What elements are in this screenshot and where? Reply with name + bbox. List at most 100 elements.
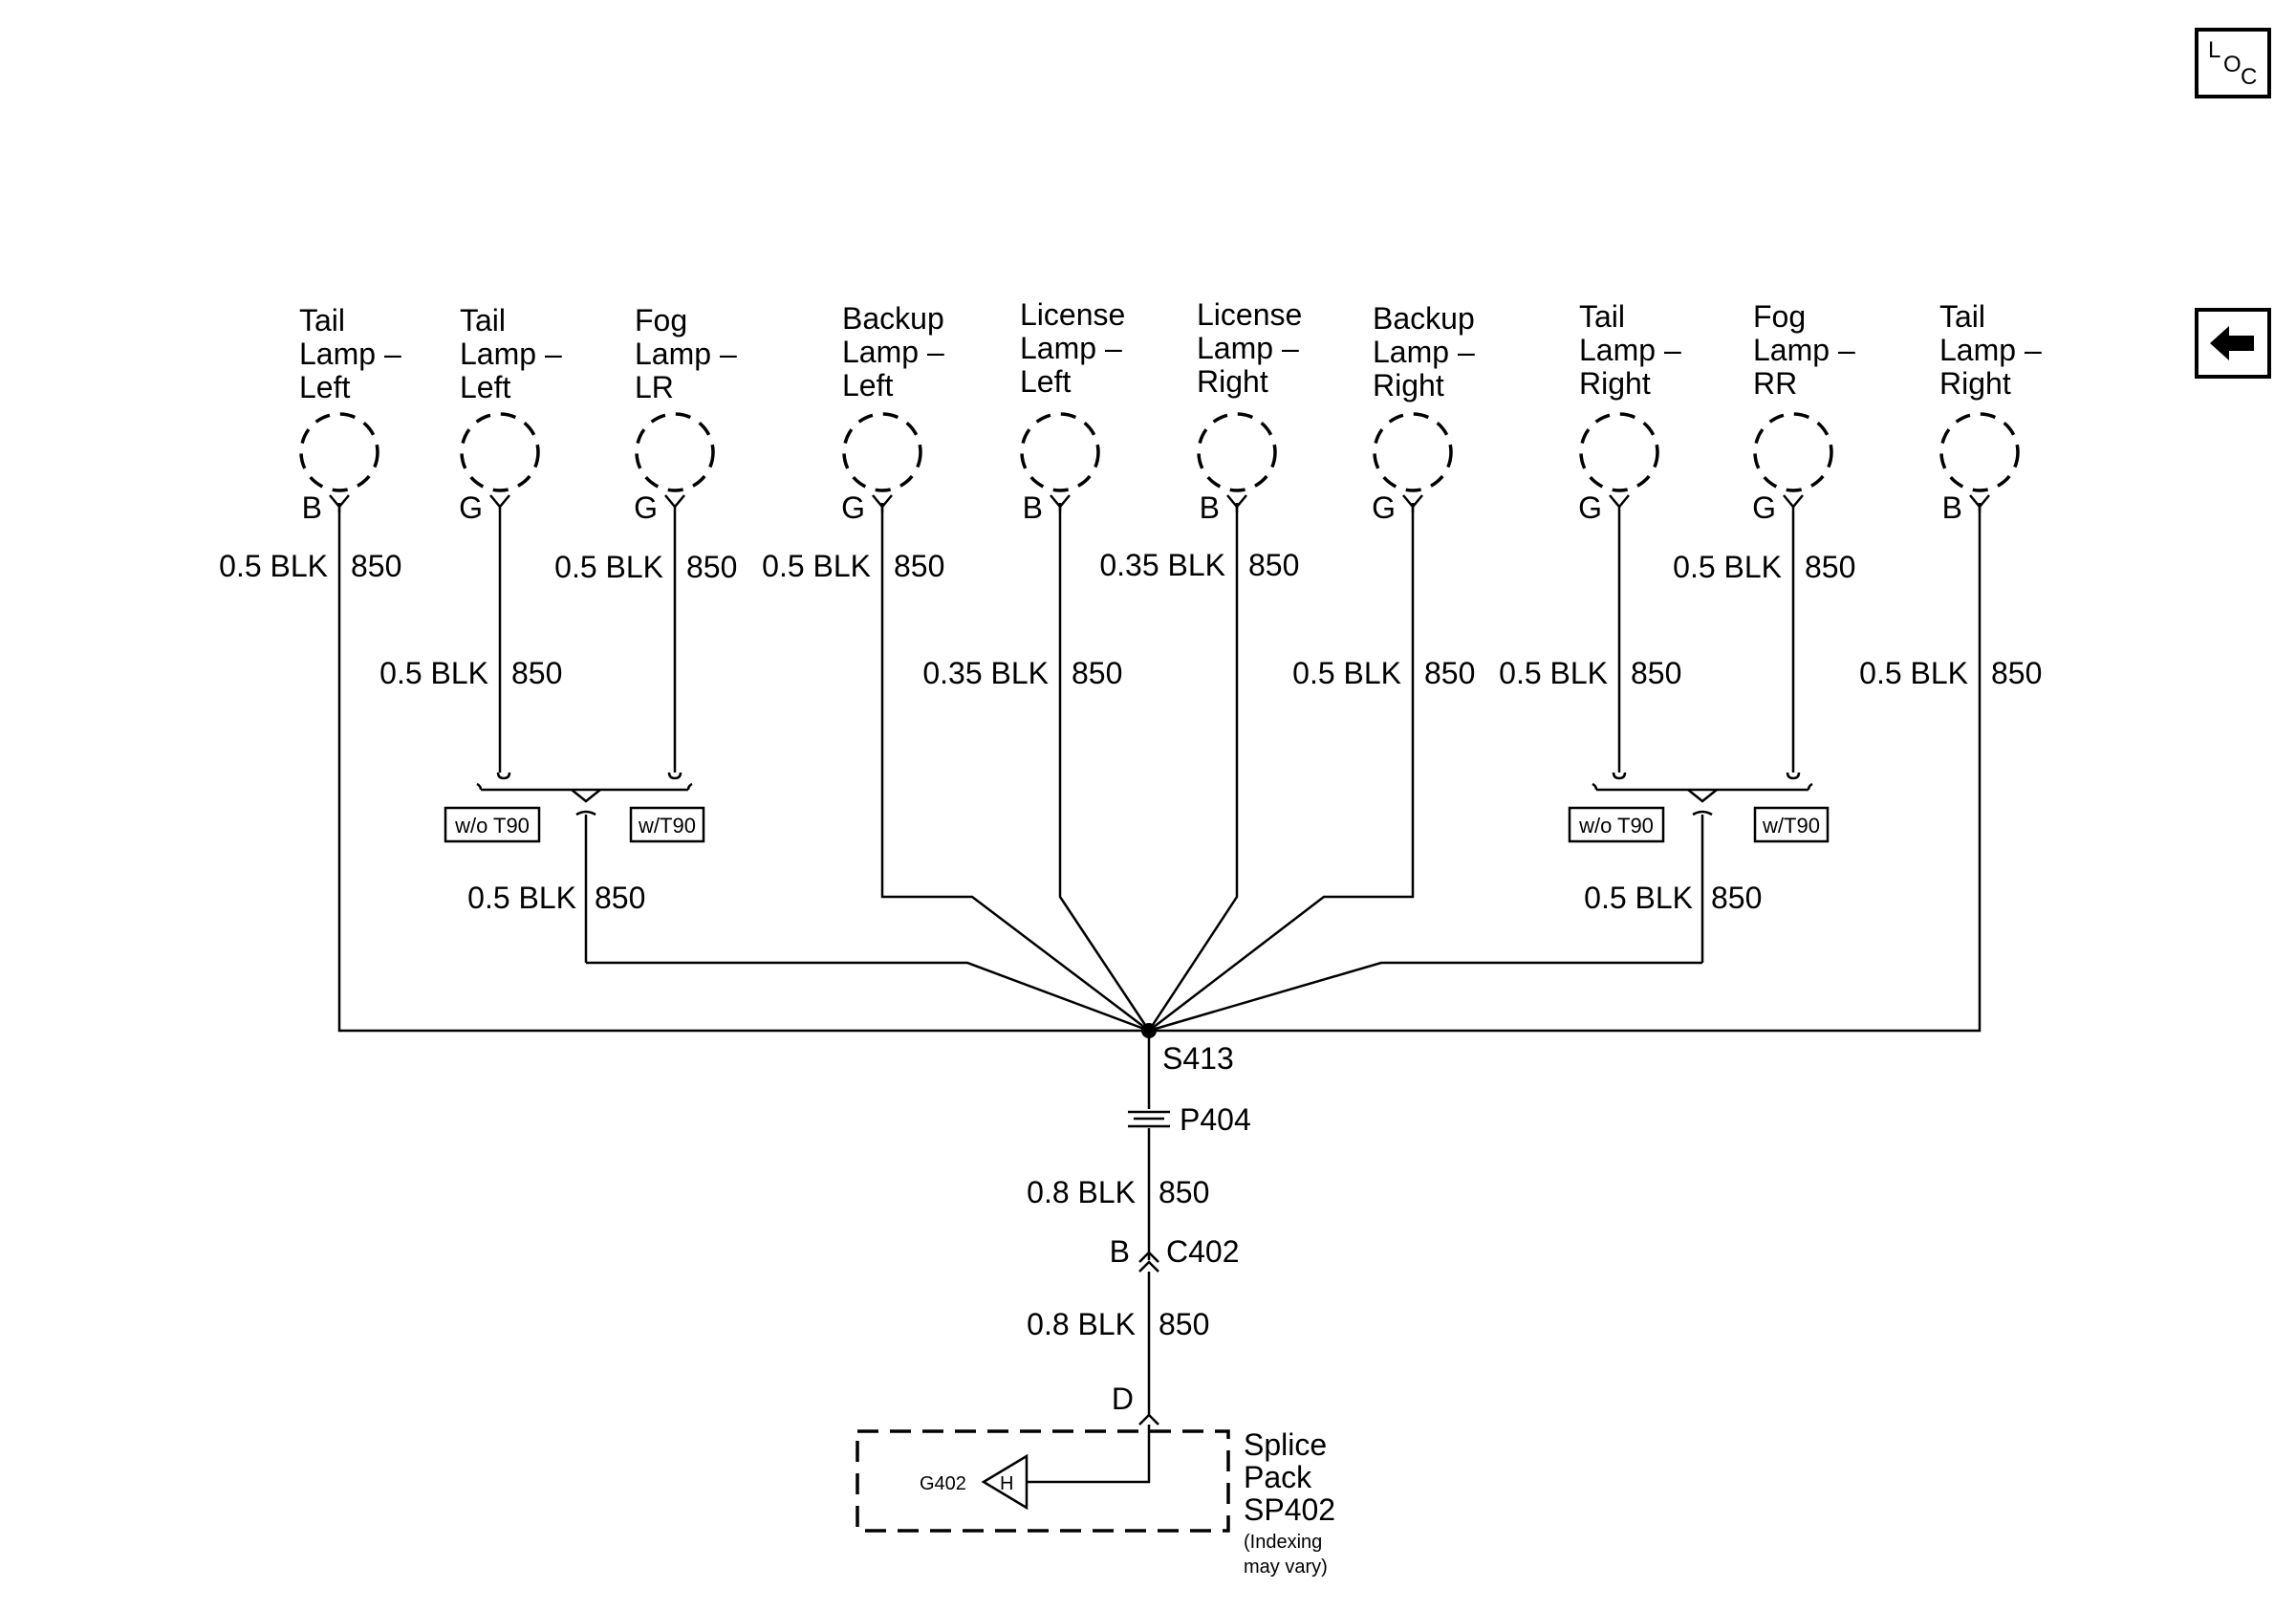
lamp-symbol	[299, 412, 379, 492]
circuit-number-label: 850	[1072, 656, 1122, 690]
lamp-symbol	[1579, 412, 1659, 492]
lamp-symbol	[1020, 412, 1100, 492]
terminal-symbol	[489, 494, 510, 509]
lamp-wire: 0.5 BLK 850	[379, 507, 562, 773]
lamp-symbol	[460, 412, 540, 492]
terminal-pin-label: G	[841, 490, 865, 525]
option-tag-wo-t90	[444, 806, 541, 843]
terminal-pin-label: G	[634, 490, 658, 525]
circuit-number-label: 850	[351, 549, 401, 583]
svg-text:C: C	[2241, 64, 2257, 90]
arrow-left-icon	[2210, 326, 2254, 360]
lamp-label-line: Lamp –	[299, 337, 401, 371]
lamp-wire: 0.5 BLK 850	[1859, 507, 2042, 690]
circuit-number-label: 850	[1991, 656, 2042, 690]
component-note: may vary)	[1244, 1557, 1328, 1578]
c402-label: C402	[1166, 1234, 1240, 1269]
circuit-number-label: 850	[511, 656, 562, 690]
p404-connector	[1128, 1110, 1170, 1128]
splice-pack-sp402: H G402 Splice Pack SP402 (Indexing may v…	[856, 1425, 1335, 1578]
circuit-number-label: 850	[686, 550, 737, 584]
ground-symbol	[981, 1453, 1029, 1511]
lamp-symbol	[1753, 412, 1833, 492]
lamp-label-line: Tail	[460, 303, 506, 337]
splice-routing: S413	[337, 503, 1982, 1076]
wire-size-label: 0.8 BLK	[1027, 1307, 1136, 1341]
left-option-merge: w/o T90 w/T90 0.5 BLK 850	[444, 772, 705, 963]
terminal-pin-label: B	[1200, 490, 1220, 525]
lamp-label-line: Tail	[1939, 299, 1985, 334]
lamp-label-line: Left	[1020, 364, 1071, 399]
component-label: Pack	[1244, 1460, 1312, 1494]
lamp-label-line: Lamp –	[1373, 335, 1475, 369]
lamp-label-line: Right	[1939, 366, 2011, 401]
option-label: w/T90	[1762, 814, 1820, 838]
circuit-number-label: 850	[1159, 1307, 1209, 1341]
terminal-pin-label: G	[1578, 490, 1602, 525]
lamp-label-line: LR	[635, 370, 674, 404]
circuit-number-label: 850	[595, 881, 645, 915]
component-label: SP402	[1244, 1492, 1335, 1527]
wire-size-label: 0.5 BLK	[467, 881, 576, 915]
lamp-symbol	[1197, 412, 1277, 492]
lamp-label-line: Lamp –	[1753, 333, 1855, 367]
lamp-wire: 0.5 BLK 850	[1499, 507, 1681, 773]
wire-size-label: 0.5 BLK	[379, 656, 488, 690]
ground-g402-label: G402	[920, 1473, 966, 1494]
lamp-label-line: Right	[1373, 368, 1444, 403]
back-button[interactable]	[2195, 308, 2271, 379]
circuit-number-label: 850	[1631, 656, 1681, 690]
wire-size-label: 0.5 BLK	[554, 550, 663, 584]
loc-button[interactable]: L O C	[2195, 28, 2271, 98]
lamp-label-line: Tail	[299, 303, 345, 337]
circuit-number-label: 850	[1159, 1175, 1209, 1209]
terminal-symbol	[664, 494, 685, 509]
lamp-label-line: Right	[1579, 366, 1651, 401]
terminal-pin-label: B	[302, 490, 322, 525]
lamp-label-line: Tail	[1579, 299, 1625, 334]
lamp-label-line: Lamp –	[1020, 331, 1122, 365]
connector-pin-label: B	[1110, 1234, 1130, 1269]
terminal-pin-label: B	[1023, 490, 1043, 525]
lamp-symbol	[1939, 412, 2020, 492]
lamp-symbol	[635, 412, 715, 492]
lamp-label-line: Lamp –	[635, 337, 737, 371]
lamp-label-line: Backup	[1373, 301, 1475, 336]
lamp-label-line: Backup	[842, 301, 944, 336]
component-label: Splice	[1244, 1427, 1327, 1462]
option-tag-w-t90	[629, 806, 705, 843]
lamp-label-line: Fog	[635, 303, 687, 337]
ground-trunk: P404 0.8 BLK 850 B C402 0.8 BLK 850 D	[1027, 1031, 1251, 1426]
circuit-number-label: 850	[1248, 548, 1299, 582]
wire-size-label: 0.5 BLK	[1499, 656, 1608, 690]
lamp-label-line: Right	[1197, 364, 1268, 399]
lamp-label-line: Lamp –	[1939, 333, 2042, 367]
connector-pin-label: H	[1000, 1473, 1013, 1494]
lamp-wire: 0.35 BLK 850	[922, 507, 1122, 690]
lamp-label-line: License	[1197, 297, 1302, 332]
wire-size-label: 0.5 BLK	[1584, 881, 1693, 915]
option-label: w/T90	[638, 814, 696, 838]
component-note: (Indexing	[1244, 1532, 1322, 1553]
terminal-pin-label: G	[1752, 490, 1776, 525]
wire-size-label: 0.35 BLK	[1099, 548, 1225, 582]
wire-size-label: 0.5 BLK	[762, 549, 871, 583]
circuit-number-label: 850	[894, 549, 944, 583]
lamp-label-line: Lamp –	[460, 337, 562, 371]
lamp-label-line: Left	[842, 368, 893, 403]
lamp-label-line: Fog	[1753, 299, 1806, 334]
terminal-pin-label: G	[459, 490, 483, 525]
wire-size-label: 0.5 BLK	[1859, 656, 1968, 690]
wire-size-label: 0.35 BLK	[922, 656, 1049, 690]
right-option-merge: w/o T90 w/T90 0.5 BLK 850	[1568, 772, 1830, 963]
